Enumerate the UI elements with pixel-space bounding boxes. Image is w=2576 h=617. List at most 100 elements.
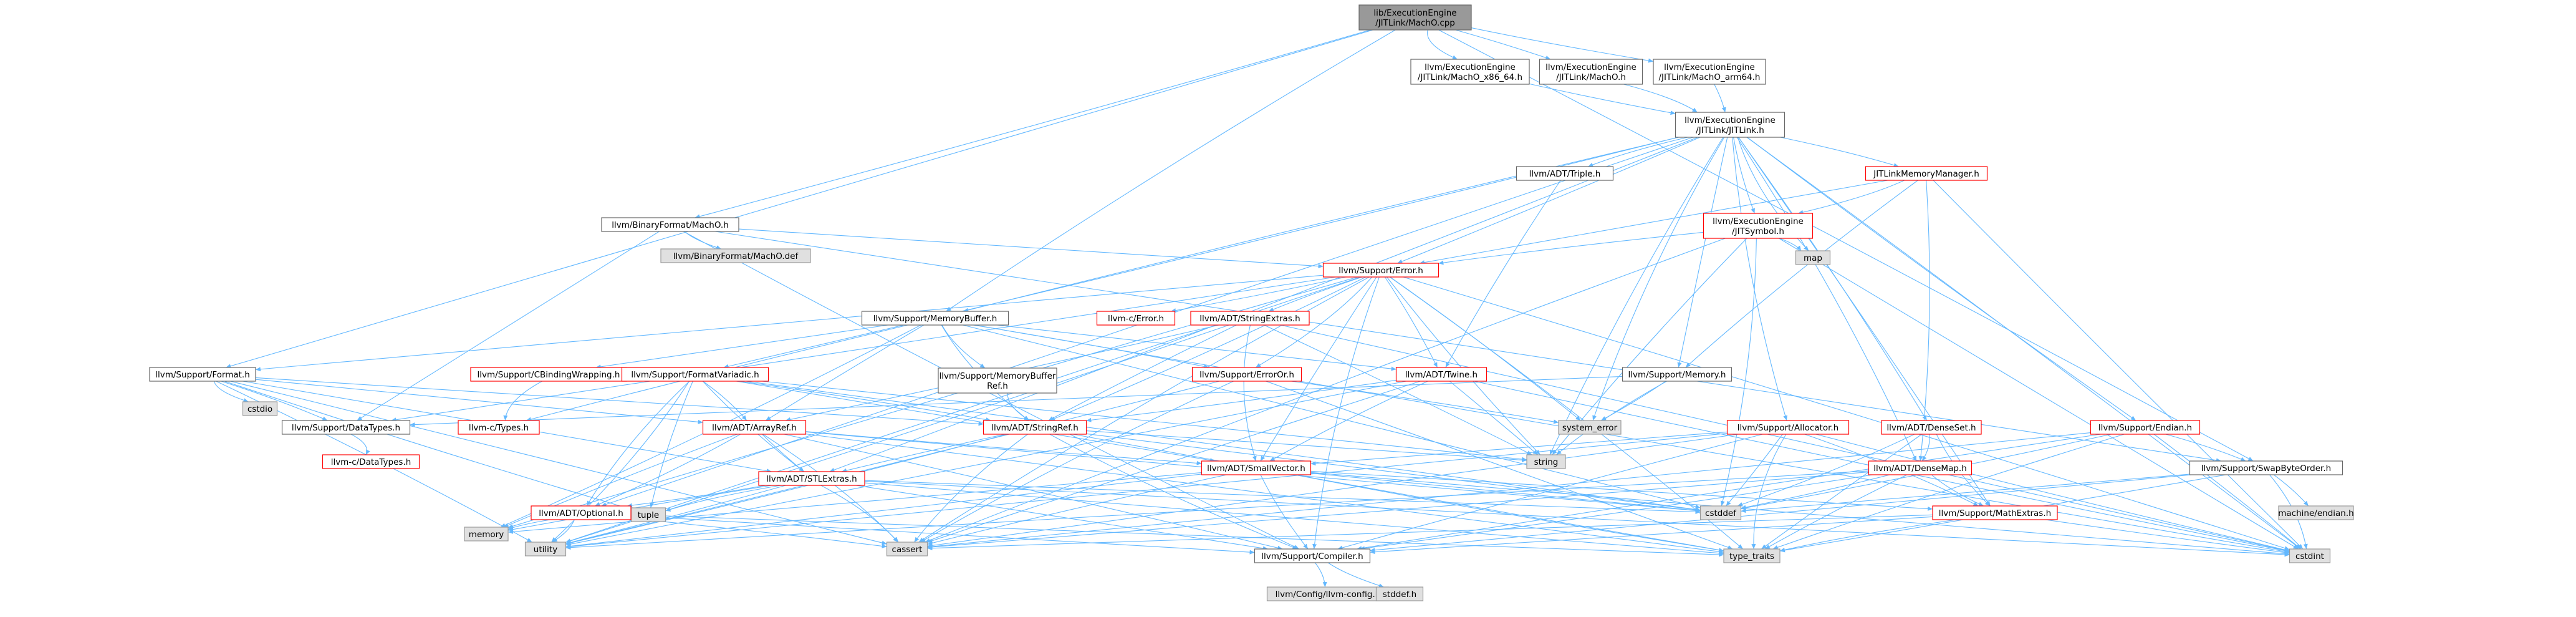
node-macho_h[interactable]: llvm/ExecutionEngine/JITLink/MachO.h xyxy=(1539,59,1643,85)
node-jitmm[interactable]: JITLinkMemoryManager.h xyxy=(1865,166,1988,181)
node-label: llvm/ADT/DenseMap.h xyxy=(1873,464,1967,474)
edge-twine-to-cassert xyxy=(927,381,1421,543)
edge-jitmm-to-memory xyxy=(1685,180,1918,368)
node-macho_x86[interactable]: llvm/ExecutionEngine/JITLink/MachO_x86_6… xyxy=(1410,59,1530,85)
node-swapbyte[interactable]: llvm/Support/SwapByteOrder.h xyxy=(2189,460,2343,475)
node-triple[interactable]: llvm/ADT/Triple.h xyxy=(1516,166,1614,181)
node-label: llvm/Support/Format.h xyxy=(155,370,250,380)
node-cbinding[interactable]: llvm/Support/CBindingWrapping.h xyxy=(470,367,627,382)
node-optional[interactable]: llvm/ADT/Optional.h xyxy=(531,505,632,520)
edge-optional-to-cassert xyxy=(630,518,887,548)
node-label: llvm/ExecutionEngine xyxy=(1713,216,1804,226)
node-memory[interactable]: llvm/Support/Memory.h xyxy=(1622,367,1733,382)
edge-jitmm-to-cstdint xyxy=(1933,180,2304,550)
node-endian[interactable]: llvm/Support/Endian.h xyxy=(2090,420,2201,435)
node-label: llvm/Support/Error.h xyxy=(1338,266,1423,276)
node-jitsymbol[interactable]: llvm/ExecutionEngine/JITSymbol.h xyxy=(1703,213,1814,239)
node-ctypes[interactable]: llvm-c/Types.h xyxy=(458,420,540,435)
node-fmtvariadic[interactable]: llvm/Support/FormatVariadic.h xyxy=(621,367,769,382)
node-label: llvm/ExecutionEngine xyxy=(1684,115,1776,125)
node-box xyxy=(1191,367,1302,382)
node-map: map xyxy=(1795,250,1831,265)
node-denseset[interactable]: llvm/ADT/DenseSet.h xyxy=(1881,420,1982,435)
node-box xyxy=(1726,420,1850,435)
node-stringref[interactable]: llvm/ADT/StringRef.h xyxy=(983,420,1087,435)
node-binfmt_def: llvm/BinaryFormat/MachO.def xyxy=(660,248,811,263)
node-cstdint: cstdint xyxy=(2289,548,2331,563)
node-stlextras[interactable]: llvm/ADT/STLExtras.h xyxy=(758,471,865,486)
edge-stringref-to-string xyxy=(1086,430,1527,462)
edges-layer xyxy=(213,27,2309,588)
node-box xyxy=(1699,505,1742,520)
edge-error-to-compiler xyxy=(1312,276,1380,550)
edge-membuf-to-cstddef xyxy=(963,324,1701,509)
node-box xyxy=(1558,420,1622,435)
edge-stlextras-to-tuple xyxy=(665,485,781,512)
node-membuf[interactable]: llvm/Support/MemoryBuffer.h xyxy=(861,311,1009,326)
edge-allocator-to-cstdint xyxy=(1815,434,2290,552)
edge-macho_h-to-jitlink xyxy=(1623,84,1698,113)
edge-strext-to-string xyxy=(1264,324,1532,455)
node-format[interactable]: llvm/Support/Format.h xyxy=(149,367,256,382)
edge-stlextras-to-cstddef xyxy=(864,480,1701,515)
nodes-layer: lib/ExecutionEngine/JITLink/MachO.cpp llv… xyxy=(149,4,2354,601)
edge-endian-to-cstdint xyxy=(2153,434,2302,550)
node-label: llvm/ADT/Optional.h xyxy=(539,508,623,518)
edge-smallvector-to-cstdint xyxy=(1310,472,2290,556)
node-densemap[interactable]: llvm/ADT/DenseMap.h xyxy=(1868,460,1973,475)
edge-binfmt_macho-to-binfmt_def xyxy=(684,231,722,250)
edge-jitlink-to-memory xyxy=(1677,137,1728,368)
node-box xyxy=(1395,367,1487,382)
node-twine[interactable]: llvm/ADT/Twine.h xyxy=(1395,367,1487,382)
node-error[interactable]: llvm/Support/Error.h xyxy=(1322,263,1439,278)
node-compiler[interactable]: llvm/Support/Compiler.h xyxy=(1254,548,1371,563)
node-label: llvm/Support/MemoryBuffer.h xyxy=(873,314,997,324)
node-erroror[interactable]: llvm/Support/ErrorOr.h xyxy=(1191,367,1302,382)
node-cdatatypes[interactable]: llvm-c/DataTypes.h xyxy=(322,454,420,469)
node-label: llvm/ADT/Twine.h xyxy=(1405,370,1478,380)
edge-swapbyte-to-machine_endian xyxy=(2273,474,2309,507)
edge-binfmt_macho-to-swapbyte xyxy=(715,231,2221,463)
edge-fmtvariadic-to-tuple xyxy=(650,381,693,508)
node-label: llvm-c/DataTypes.h xyxy=(331,457,411,467)
node-box xyxy=(458,420,540,435)
node-root[interactable]: lib/ExecutionEngine/JITLink/MachO.cpp xyxy=(1358,4,1472,31)
node-box xyxy=(983,420,1087,435)
node-label: /JITLink/MachO.h xyxy=(1556,72,1626,82)
edge-jitlink-to-jitsymbol xyxy=(1733,137,1755,214)
node-label: llvm/Config/llvm-config.h xyxy=(1276,590,1381,600)
node-datatypes[interactable]: llvm/Support/DataTypes.h xyxy=(281,420,411,435)
edge-stringref-to-compiler xyxy=(1049,434,1298,550)
node-strext[interactable]: llvm/ADT/StringExtras.h xyxy=(1190,311,1310,326)
node-box xyxy=(1881,420,1982,435)
edge-swapbyte-to-compiler xyxy=(1370,474,2192,553)
edge-format-to-tuple xyxy=(224,381,632,510)
node-cerror[interactable]: llvm-c/Error.h xyxy=(1096,311,1176,326)
edge-triple-to-twine xyxy=(1445,180,1561,368)
edge-membuf-to-cbinding xyxy=(595,324,888,369)
node-smallvector[interactable]: llvm/ADT/SmallVector.h xyxy=(1201,460,1312,475)
node-binfmt_macho[interactable]: llvm/BinaryFormat/MachO.h xyxy=(601,217,739,232)
node-allocator[interactable]: llvm/Support/Allocator.h xyxy=(1726,420,1850,435)
node-box xyxy=(660,248,811,263)
edge-binfmt_macho-to-datatypes xyxy=(357,231,660,421)
edge-jitlink-to-jitmm xyxy=(1780,137,1899,168)
node-label: cstdio xyxy=(248,404,272,414)
edge-stringref-to-cassert xyxy=(914,434,1028,543)
node-box xyxy=(1622,367,1733,382)
node-arrayref[interactable]: llvm/ADT/ArrayRef.h xyxy=(702,420,807,435)
node-jitlink[interactable]: llvm/ExecutionEngine/JITLink/JITLink.h xyxy=(1675,112,1785,138)
node-box xyxy=(1516,166,1614,181)
edge-fmtvariadic-to-stringref xyxy=(739,381,991,422)
node-mathextras[interactable]: llvm/Support/MathExtras.h xyxy=(1932,505,2058,520)
node-box xyxy=(1526,454,1566,469)
edge-smallvector-to-cassert xyxy=(927,474,1227,545)
edge-jitmm-to-jitsymbol xyxy=(1798,180,1905,215)
edge-membuf-to-erroror xyxy=(973,324,1209,369)
node-label: cstdint xyxy=(2295,551,2324,561)
node-label: llvm/Support/Allocator.h xyxy=(1737,423,1839,433)
edge-strext-to-cstdint xyxy=(1280,324,2290,553)
edge-arrayref-to-stlextras xyxy=(761,434,805,472)
node-macho_arm[interactable]: llvm/ExecutionEngine/JITLink/MachO_arm64… xyxy=(1653,59,1766,85)
